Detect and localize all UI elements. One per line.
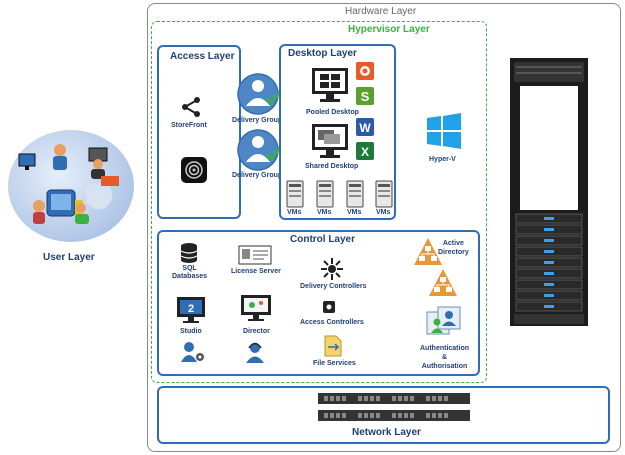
netscaler-icon xyxy=(181,157,207,183)
svg-text:2: 2 xyxy=(188,303,194,315)
delivery-group-icon xyxy=(237,129,282,171)
active-directory-icon xyxy=(414,238,442,265)
director-label: Director xyxy=(243,328,270,335)
access-layer-box xyxy=(157,45,241,219)
vm-label: VMs xyxy=(317,209,332,216)
svg-text:S: S xyxy=(361,89,370,104)
control-layer-title: Control Layer xyxy=(290,234,356,245)
studio-icon: 2 xyxy=(177,297,205,323)
support-headset-icon xyxy=(246,342,264,363)
excel-icon: X xyxy=(356,142,374,160)
network-switch-icon xyxy=(318,393,470,404)
svg-text:W: W xyxy=(359,121,371,135)
file-services-label: File Services xyxy=(313,360,356,367)
vm-label: VMs xyxy=(376,209,391,216)
access-layer-title: Access Layer xyxy=(170,51,235,62)
hardware-layer-title: Hardware Layer xyxy=(345,6,417,17)
pooled-desktop-monitor-icon xyxy=(312,68,348,102)
server-rack-icon xyxy=(510,58,588,326)
vm-server-icon xyxy=(286,180,304,208)
user-layer-globe-icon xyxy=(8,130,134,242)
director-icon xyxy=(241,295,271,321)
vm-label: VMs xyxy=(347,209,362,216)
windows-logo-icon xyxy=(427,113,461,149)
delivery-group-icon xyxy=(237,73,282,115)
authentication-label: Authentication & Authorisation xyxy=(420,345,469,370)
network-layer-title: Network Layer xyxy=(352,427,421,438)
database-icon xyxy=(180,243,198,263)
storefront-label: StoreFront xyxy=(171,122,207,129)
vm-server-icon xyxy=(346,180,364,208)
vm-server-icon xyxy=(375,180,393,208)
hypervisor-layer-box xyxy=(151,21,487,383)
delivery-group-2-label: Delivery Group xyxy=(232,172,283,179)
app-icon-red xyxy=(356,62,374,80)
pooled-desktop-label: Pooled Desktop xyxy=(306,109,359,116)
file-services-icon xyxy=(324,335,342,357)
word-icon: W xyxy=(356,118,374,136)
delivery-controllers-icon xyxy=(321,258,343,280)
license-server-label: License Server xyxy=(231,268,281,275)
network-switch-icon xyxy=(318,410,470,421)
svg-text:X: X xyxy=(361,145,369,159)
desktop-layer-title: Desktop Layer xyxy=(288,48,357,59)
shared-desktop-monitor-icon xyxy=(312,124,348,158)
sql-databases-label: SQL Databases xyxy=(172,265,208,280)
shared-desktop-label: Shared Desktop xyxy=(305,163,359,170)
hypervisor-layer-title: Hypervisor Layer xyxy=(348,24,430,35)
delivery-group-1-label: Delivery Group xyxy=(232,117,283,124)
license-certificate-icon xyxy=(238,245,272,265)
active-directory-label: Active Directory xyxy=(438,240,469,256)
access-controllers-label: Access Controllers xyxy=(300,319,364,326)
app-icon-green: S xyxy=(356,87,374,105)
storefront-share-icon xyxy=(182,97,200,117)
active-directory-icon xyxy=(429,269,457,296)
access-controllers-icon xyxy=(323,301,335,313)
vm-server-icon xyxy=(316,180,334,208)
delivery-controllers-label: Delivery Controllers xyxy=(300,283,367,290)
authentication-icon xyxy=(426,306,461,335)
studio-label: Studio xyxy=(180,328,202,335)
hardware-layer-box xyxy=(147,3,621,452)
hyperv-label: Hyper-V xyxy=(429,156,456,163)
user-settings-icon xyxy=(181,342,204,362)
vm-label: VMs xyxy=(287,209,302,216)
user-layer-title: User Layer xyxy=(43,252,95,263)
